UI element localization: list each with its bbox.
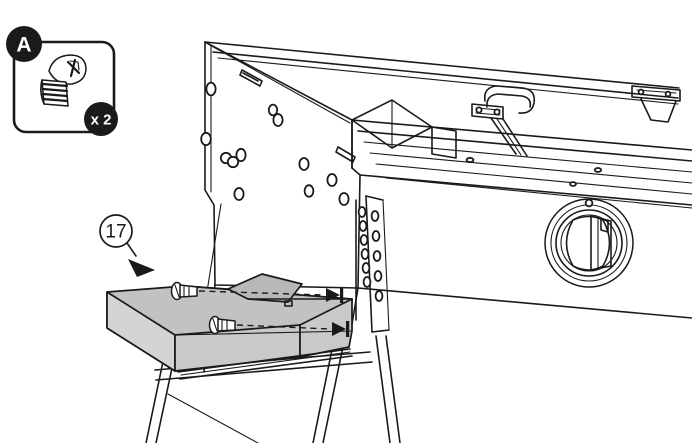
- bracket-slot-column: [355, 195, 390, 333]
- parts-letter-badge: A: [6, 26, 42, 62]
- vent-slot-icon: [239, 69, 356, 163]
- arrowhead-target-icon: [326, 287, 344, 303]
- temperature-gauge-icon: [544, 198, 634, 288]
- end-panel-holes: [200, 81, 350, 206]
- part-callout-17[interactable]: 17: [99, 214, 155, 277]
- screw-icon: [40, 54, 87, 107]
- dashed-insertion-line: [236, 324, 331, 330]
- lid-fasteners: [465, 156, 603, 187]
- arrowhead-target-icon: [332, 321, 350, 337]
- fastener-insertion-upper[interactable]: [170, 281, 344, 304]
- fastener-insertion-lower[interactable]: [208, 315, 350, 338]
- screw-icon: [208, 315, 236, 335]
- hinge-bracket-icon: [631, 85, 681, 123]
- parts-letter: A: [16, 34, 31, 57]
- grill-main-body: [204, 41, 692, 319]
- parts-callout-box[interactable]: A x 2: [6, 26, 118, 136]
- parts-quantity: x 2: [91, 112, 112, 129]
- leader-arrow-icon: [126, 242, 137, 257]
- parts-quantity-badge: x 2: [84, 102, 118, 136]
- screw-icon: [170, 281, 198, 301]
- part-callout-number: 17: [105, 222, 126, 243]
- lid-handle-icon: [471, 85, 536, 157]
- grill-lid: [351, 99, 692, 195]
